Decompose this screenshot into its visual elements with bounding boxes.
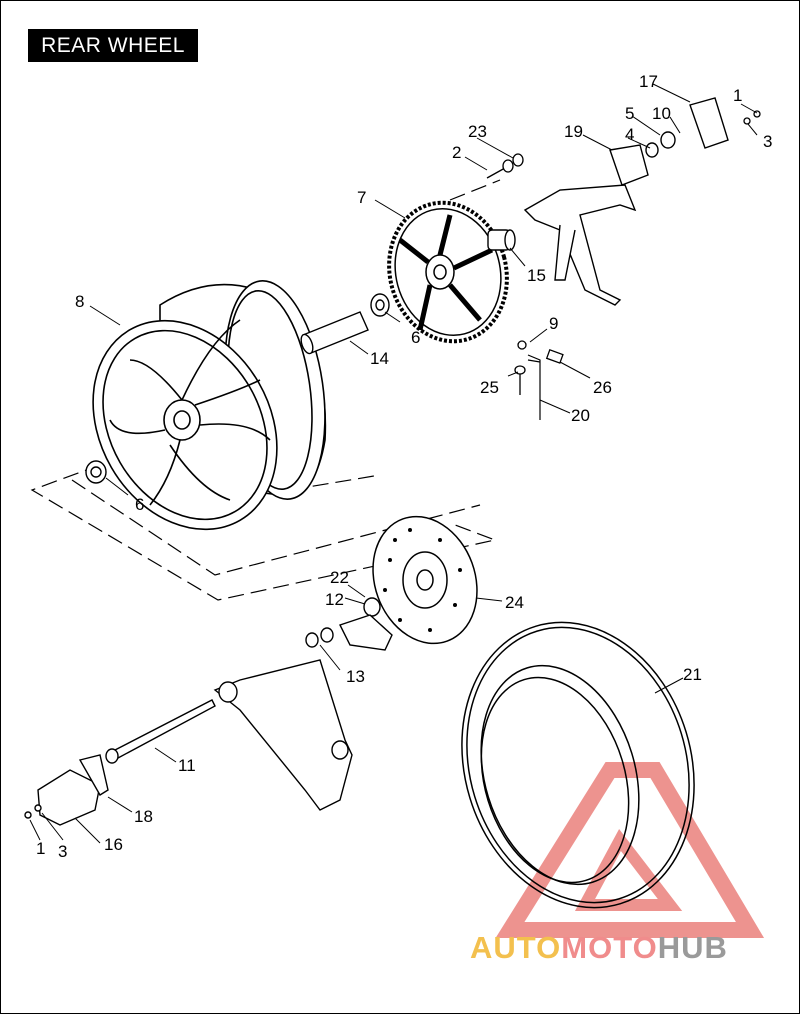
callout-16: 16 xyxy=(104,835,123,854)
axle-adjuster-part xyxy=(609,97,729,186)
callout-6-upper: 6 xyxy=(411,328,420,347)
callout-17: 17 xyxy=(639,72,658,91)
rear-wheel-part xyxy=(92,280,327,531)
watermark-text-moto: MOTO xyxy=(561,930,658,965)
callout-5: 5 xyxy=(625,104,634,123)
callout-13: 13 xyxy=(346,667,365,686)
leader-lines xyxy=(29,83,758,844)
callout-11: 11 xyxy=(178,756,196,775)
callout-19: 19 xyxy=(564,122,583,141)
bearing-part xyxy=(85,293,390,484)
axle-part xyxy=(105,699,216,764)
callout-7: 7 xyxy=(357,188,366,207)
callout-23: 23 xyxy=(468,122,487,141)
swingarm-part xyxy=(523,184,637,306)
callout-9: 9 xyxy=(549,314,558,333)
callout-24: 24 xyxy=(505,593,524,612)
callout-3-bottom: 3 xyxy=(58,842,67,861)
lower-swingarm-part xyxy=(213,659,353,811)
callout-4: 4 xyxy=(625,125,634,144)
spacer-tube-part xyxy=(300,311,369,355)
callout-15: 15 xyxy=(527,266,546,285)
sprocket-part xyxy=(387,200,509,344)
callout-18: 18 xyxy=(134,807,153,826)
callout-26: 26 xyxy=(593,378,612,397)
callout-6-lower: 6 xyxy=(135,495,144,514)
callout-8: 8 xyxy=(75,292,84,311)
callout-21: 21 xyxy=(683,665,702,684)
callout-12: 12 xyxy=(325,590,344,609)
watermark-text-hub: HUB xyxy=(657,930,728,965)
watermark-text-auto: AUTO xyxy=(470,930,562,965)
callout-10: 10 xyxy=(652,104,671,123)
callout-2: 2 xyxy=(452,143,461,162)
caliper-bracket-part xyxy=(305,597,393,651)
callout-22: 22 xyxy=(330,568,349,587)
callout-1-top: 1 xyxy=(733,86,742,105)
brake-disc-part xyxy=(372,515,478,645)
tire-part xyxy=(461,621,695,909)
callout-3-top: 3 xyxy=(763,132,772,151)
hardware-parts xyxy=(486,110,761,395)
watermark-logo-icon xyxy=(495,762,765,938)
watermark-text: AUTOMOTOHUB xyxy=(470,930,728,966)
axle-cap-part xyxy=(24,754,109,826)
diagram-title: REAR WHEEL xyxy=(28,29,198,62)
callout-25: 25 xyxy=(480,378,499,397)
callout-20: 20 xyxy=(571,406,590,425)
callout-14: 14 xyxy=(370,349,389,368)
callout-1-bottom: 1 xyxy=(36,839,45,858)
bracket-lines xyxy=(527,354,541,420)
sprocket-spacer-part xyxy=(487,229,516,251)
